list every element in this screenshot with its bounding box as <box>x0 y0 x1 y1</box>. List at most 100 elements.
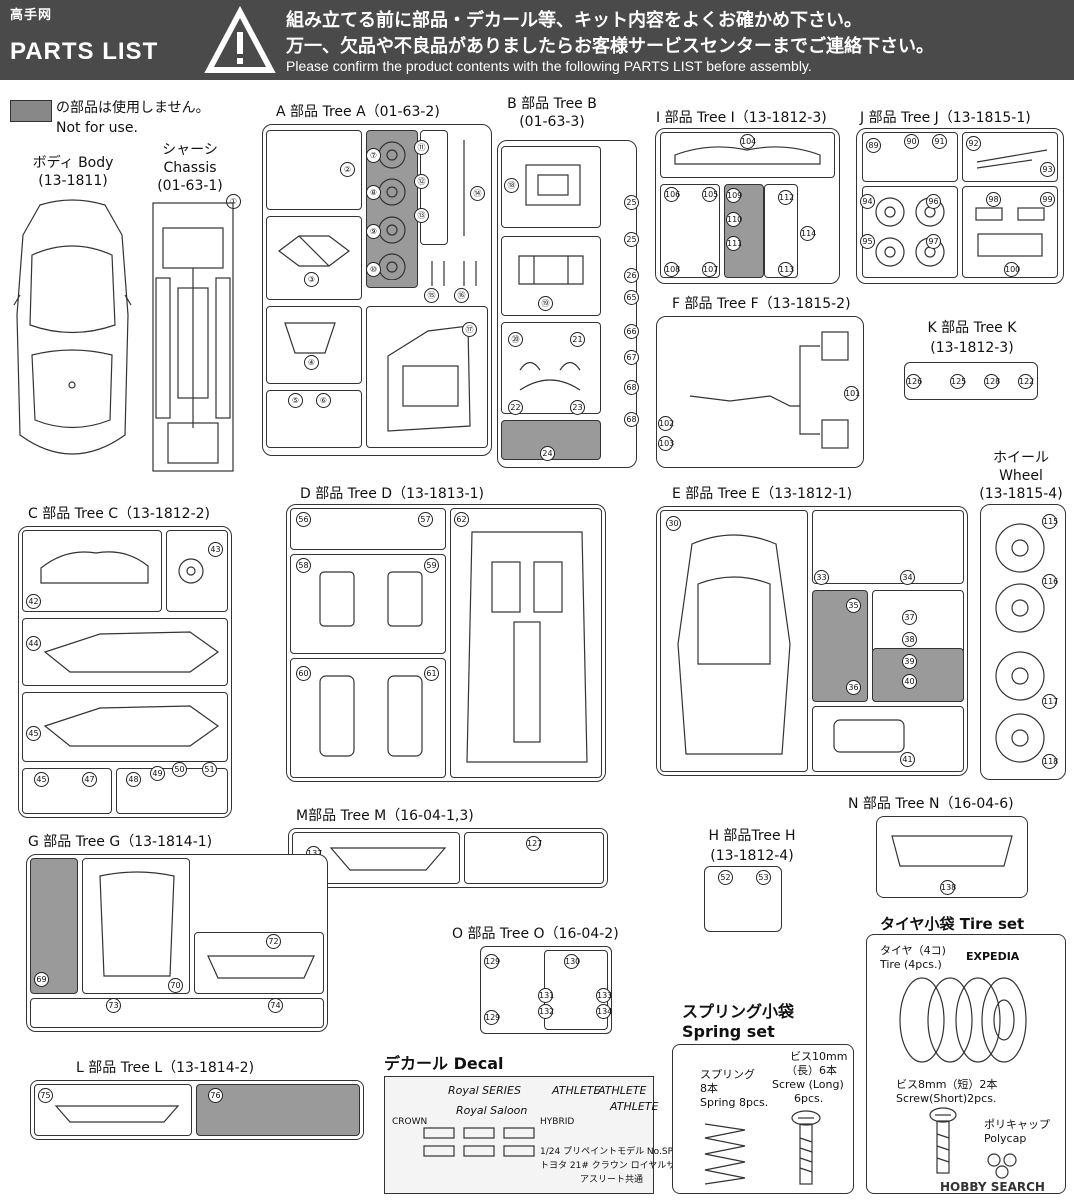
watermark: 高手网 <box>10 8 53 23</box>
tree-b-title: B 部品 Tree B <box>507 96 597 112</box>
part-number: 44 <box>26 636 41 651</box>
tree-d-cell-62 <box>450 508 602 778</box>
tree-g-title: G 部品 Tree G（13-1814-1) <box>28 834 213 850</box>
part-number: 110 <box>726 212 742 227</box>
part-number: 60 <box>296 666 311 681</box>
tree-g-cell-73 <box>30 998 324 1028</box>
chassis-code: (01-63-1) <box>157 178 223 194</box>
spring-icon <box>704 1123 746 1185</box>
part-number: 125 <box>950 374 966 389</box>
part-number: 116 <box>1042 574 1058 589</box>
decal-brand: Royal Saloon <box>456 1104 528 1117</box>
legend-en: Not for use. <box>56 120 138 136</box>
part-number: 56 <box>296 512 311 527</box>
part-number: 37 <box>902 610 917 625</box>
dashboard-drawing <box>40 551 149 584</box>
chassis-label-en: Chassis <box>163 160 217 176</box>
screw-long-pcs: 6pcs. <box>794 1092 824 1105</box>
part-number: ⑱ <box>504 178 519 193</box>
legend-jp: の部品は使用しません。 <box>56 100 210 116</box>
part-number: ⑪ <box>414 140 429 155</box>
part-number: 109 <box>726 188 742 203</box>
part-number: 138 <box>940 880 956 895</box>
part-number: 24 <box>540 446 555 461</box>
part-number: ⑧ <box>366 185 381 200</box>
tree-a-cell-5 <box>266 390 362 448</box>
part-number: 94 <box>860 194 875 209</box>
part-number: 126 <box>906 374 922 389</box>
body-shell-drawing <box>677 534 791 755</box>
screw-short-jp: ビス8mm（短）2本 <box>896 1078 998 1091</box>
radiator-drawing <box>525 164 581 206</box>
part-number: 72 <box>266 934 281 949</box>
part-number: 48 <box>126 772 141 787</box>
body-code: (13-1811) <box>38 173 108 189</box>
tree-k-frame <box>904 362 1038 400</box>
taillight-bar-drawing <box>674 146 821 165</box>
header-bar <box>0 0 1074 80</box>
not-for-use-swatch <box>10 100 52 122</box>
grille-drawing <box>329 847 447 871</box>
part-number: ③ <box>304 272 319 287</box>
tree-k-title: K 部品 Tree K <box>927 320 1017 336</box>
door-panel-drawing <box>43 631 220 673</box>
bumper-drawing <box>891 835 1013 867</box>
part-number: 74 <box>268 998 283 1013</box>
tree-h-code: (13-1812-4) <box>710 848 794 864</box>
hood-drawing <box>99 871 175 977</box>
part-number: 122 <box>1018 374 1034 389</box>
uprights-drawing <box>431 261 477 286</box>
part-number: 100 <box>1004 262 1020 277</box>
part-number: 128 <box>984 374 1000 389</box>
part-number: 96 <box>926 194 941 209</box>
part-number: ⑰ <box>462 322 477 337</box>
tire-set-frame <box>866 934 1066 1194</box>
part-number: 26 <box>624 268 639 283</box>
notice-jp-2: 万一、欠品や不良品がありましたらお客様サービスセンターまでご連絡下さい。 <box>286 36 934 57</box>
part-number: ⑮ <box>424 288 439 303</box>
part-number: 62 <box>454 512 469 527</box>
part-number: 105 <box>702 187 718 202</box>
part-number: ⑦ <box>366 148 381 163</box>
seats-drawing <box>319 571 423 627</box>
tree-m-title: M部品 Tree M（16-04-1,3) <box>296 808 474 824</box>
decal-title: デカール Decal <box>384 1054 504 1073</box>
part-number: 76 <box>208 1088 223 1103</box>
spring-set-title-jp: スプリング小袋 <box>682 1002 795 1021</box>
part-number: 104 <box>740 134 756 149</box>
part-number: ⑬ <box>414 208 429 223</box>
part-number: 61 <box>424 666 439 681</box>
steering-wheel-icon <box>178 558 204 584</box>
decal-sheet <box>384 1076 654 1194</box>
tree-c-cell-42 <box>22 530 162 612</box>
part-number: 59 <box>424 558 439 573</box>
notice-en: Please confirm the product contents with… <box>286 58 812 74</box>
decal-plates-drawing <box>423 1127 535 1157</box>
wipers-drawing <box>976 149 1048 169</box>
decal-brand: ATHLETE <box>610 1100 659 1113</box>
body-drawing <box>13 199 132 455</box>
tree-o-title: O 部品 Tree O（16-04-2) <box>452 926 619 942</box>
window-drawing <box>833 719 905 753</box>
spring-set-frame <box>672 1044 854 1194</box>
decal-brand: ATHLETE <box>552 1084 601 1097</box>
spring-label-jp: スプリング <box>700 1068 755 1081</box>
tree-i-cell-104 <box>660 132 835 178</box>
decal-caption: アスリート共通 <box>580 1175 644 1185</box>
part-number: 95 <box>860 234 875 249</box>
tires-drawing <box>899 977 1027 1063</box>
part-number: ⑥ <box>316 393 331 408</box>
part-number: 70 <box>168 978 183 993</box>
tree-h-title: H 部品Tree H <box>708 828 796 844</box>
warning-icon <box>204 5 276 73</box>
tree-e-title: E 部品 Tree E（13-1812-1) <box>672 486 853 502</box>
interior-tub-drawing <box>466 531 588 763</box>
chassis-drawing <box>152 202 234 472</box>
tree-g-cell-69 <box>30 858 78 994</box>
part-number: 129 <box>484 1010 500 1025</box>
tree-f-frame <box>656 316 864 468</box>
part-number: 52 <box>718 870 733 885</box>
tree-k-code: (13-1812-3) <box>930 340 1014 356</box>
part-number: 57 <box>418 512 433 527</box>
part-number: 113 <box>778 262 794 277</box>
